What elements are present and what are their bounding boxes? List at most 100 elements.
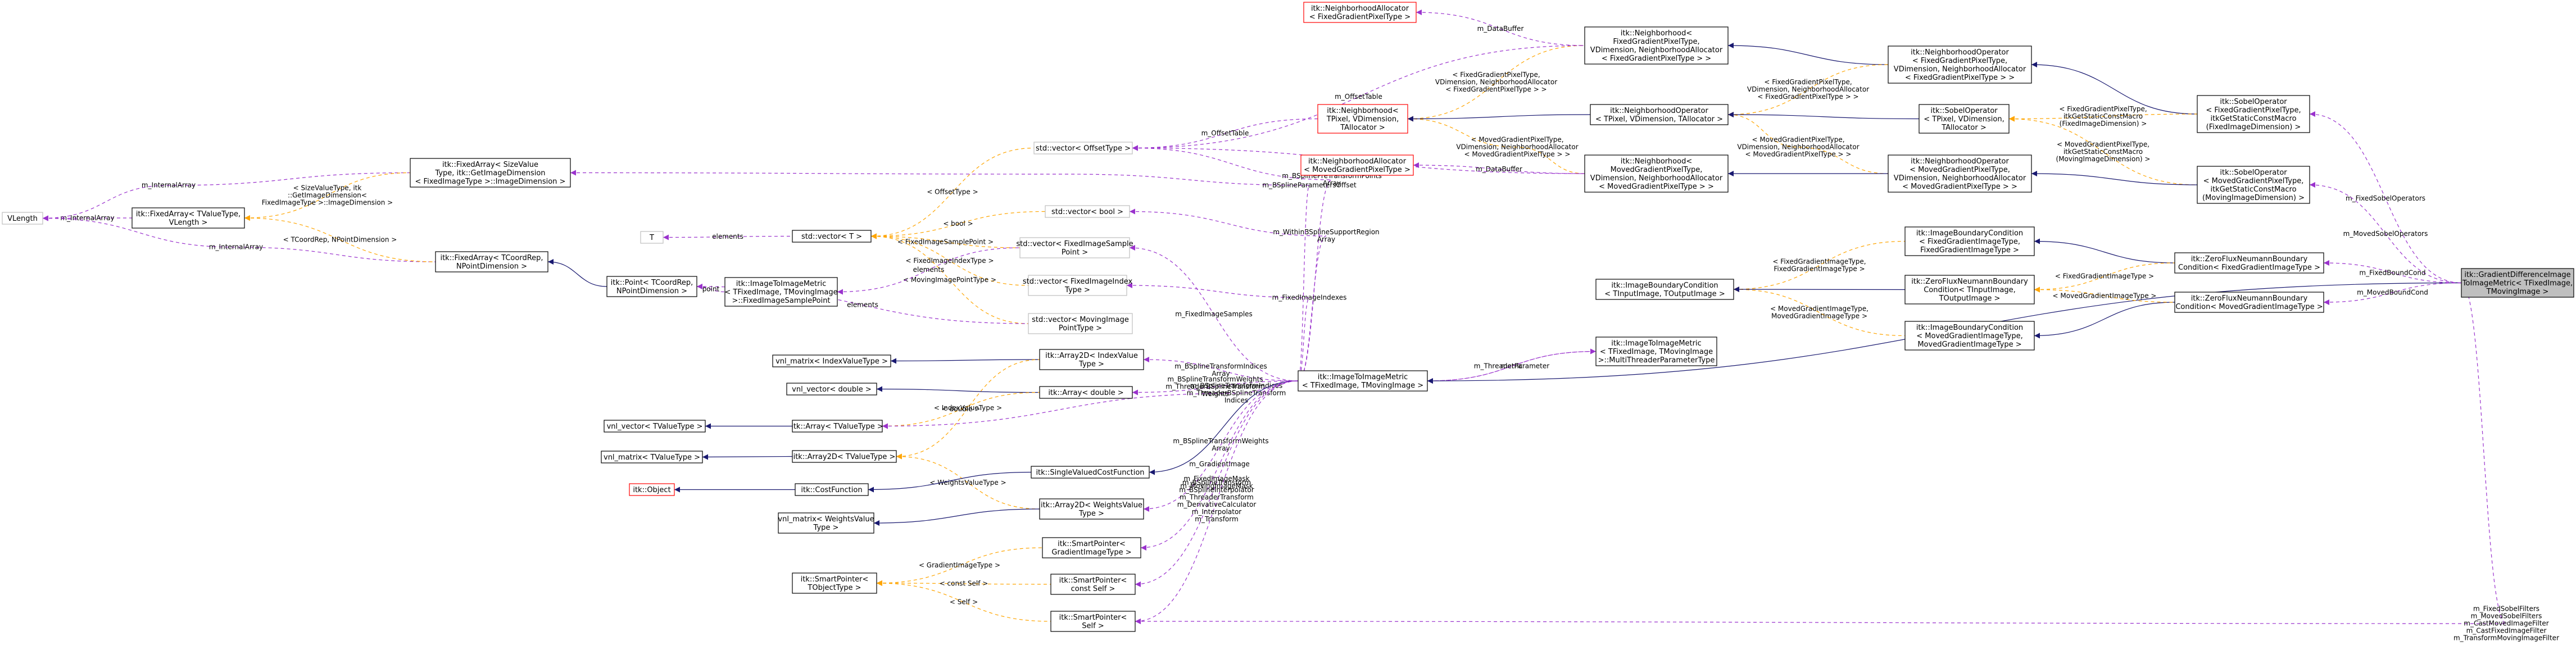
edge-line [870, 233, 1021, 248]
node-sobel-fixed[interactable]: itk::SobelOperator< FixedGradientPixelTy… [2197, 95, 2310, 133]
node-itm-sample[interactable]: itk::ImageToImageMetric< TFixedImage, TM… [724, 277, 838, 307]
node-sp-self[interactable]: itk::SmartPointer<Self > [1050, 611, 1136, 632]
node-sp-grad[interactable]: itk::SmartPointer<GradientImageType > [1042, 537, 1141, 558]
node-vec-offset[interactable]: std::vector< OffsetType > [1033, 142, 1133, 154]
edge-label-line: m_MovedSobelFilters [2471, 612, 2542, 620]
edge-line [2323, 282, 2462, 305]
edge-svcf-to-itm [1149, 380, 1299, 475]
node-gdi[interactable]: itk::GradientDifferenceImageToImageMetri… [2461, 268, 2574, 298]
node-na-moving[interactable]: itk::NeighborhoodAllocator< MovedGradien… [1300, 154, 1414, 176]
edge-label-line: (MovingImageDimension) > [2056, 155, 2151, 163]
node-vnl-mat-t[interactable]: vnl_matrix< TValueType > [601, 451, 703, 463]
node-ibc-fixed[interactable]: itk::ImageBoundaryCondition< FixedGradie… [1904, 226, 2035, 256]
node-sobel-tpl[interactable]: itk::SobelOperator< TPixel, VDimension,T… [1919, 104, 2010, 134]
node-fa-tvalue[interactable]: itk::FixedArray< TValueType,VLength > [131, 207, 245, 229]
node-box [1904, 275, 2035, 304]
node-point[interactable]: itk::Point< TCoordRep,NPointDimension > [606, 276, 697, 297]
node-t[interactable]: T [640, 231, 664, 244]
node-nop-moving[interactable]: itk::NeighborhoodOperator< MovedGradient… [1888, 154, 2032, 193]
edge-nop-tpl-to-nop-fixed: < FixedGradientPixelType,VDimension, Nei… [1727, 64, 1889, 117]
node-nop-tpl[interactable]: itk::NeighborhoodOperator< TPixel, VDime… [1590, 104, 1729, 125]
node-box [792, 420, 883, 433]
node-nbh-tpl[interactable]: itk::Neighborhood<TPixel, VDimension,TAl… [1317, 104, 1408, 134]
edge-nbh-tpl-to-nbh-moving: < MovedGradientPixelType,VDimension, Nei… [1407, 116, 1585, 174]
edge-line [870, 233, 1029, 286]
edge-a2d-t-to-a2d-idx: < IndexValueType > [896, 359, 1040, 460]
edge-label-line: < FixedGradientPixelType, [1764, 78, 1852, 86]
node-fa-coord[interactable]: itk::FixedArray< TCoordRep,NPointDimensi… [435, 251, 548, 272]
edge-line [1416, 10, 1585, 46]
node-a2d-w[interactable]: itk::Array2D< WeightsValueType > [1039, 498, 1144, 520]
node-nbh-fixed[interactable]: itk::Neighborhood<FixedGradientPixelType… [1584, 26, 1729, 65]
node-vec-mip[interactable]: std::vector< MovingImagePointType > [1028, 313, 1133, 334]
edge-line [2008, 113, 2198, 122]
edge-label-line: m_WithinBSplineSupportRegion [1273, 228, 1379, 236]
edge-vlength-to-fa-size: m_InternalArray [42, 172, 411, 221]
node-vec-fii[interactable]: std::vector< FixedImageIndexType > [1023, 275, 1133, 296]
edge-line [663, 234, 793, 240]
edge-line [1135, 380, 1299, 587]
node-box [1039, 349, 1144, 370]
node-ibc-moving[interactable]: itk::ImageBoundaryCondition< MovedGradie… [1904, 321, 2035, 351]
edge-label-line: Array [1317, 235, 1335, 243]
node-a2d-idx[interactable]: itk::Array2D< IndexValueType > [1039, 349, 1144, 370]
edge-label-line: m_Transform [1195, 515, 1238, 523]
node-box [1888, 154, 2032, 193]
node-label-line: vnl_vector< TValueType > [607, 422, 703, 431]
node-svcf[interactable]: itk::SingleValuedCostFunction [1031, 466, 1150, 479]
node-vnl-vec-double[interactable]: vnl_vector< double > [786, 383, 877, 396]
node-vlength[interactable]: VLength [2, 212, 43, 225]
edge-label-line: m_BSplineTransform [1182, 479, 1251, 487]
edge-line [1407, 114, 1591, 122]
node-itm[interactable]: itk::ImageToImageMetric< TFixedImage, TM… [1298, 370, 1428, 392]
node-sobel-moving[interactable]: itk::SobelOperator< MovedGradientPixelTy… [2197, 166, 2310, 204]
node-array-double[interactable]: itk::Array< double > [1039, 386, 1133, 399]
node-label-line: < TPixel, VDimension, [1924, 115, 2004, 124]
node-nop-fixed[interactable]: itk::NeighborhoodOperator< FixedGradient… [1888, 46, 2032, 84]
node-na-fixed[interactable]: itk::NeighborhoodAllocator< FixedGradien… [1303, 2, 1417, 23]
edge-vec-fis-to-itm: m_FixedImageSamples [1129, 245, 1299, 381]
node-label-line: VLength > [169, 219, 208, 227]
node-itm-mt[interactable]: itk::ImageToImageMetric< TFixedImage, TM… [1595, 337, 1717, 366]
edge-nop-tpl-to-nop-moving: < MovedGradientPixelType,VDimension, Nei… [1727, 112, 1889, 174]
node-label-line: < TInputImage, TOutputImage > [1604, 290, 1725, 298]
node-vec-t[interactable]: std::vector< T > [792, 230, 872, 243]
edge-fa-coord-to-point [547, 259, 607, 287]
edge-line [868, 471, 1032, 493]
node-ibc-tpl[interactable]: itk::ImageBoundaryCondition< TInputImage… [1595, 279, 1734, 300]
node-box [1033, 142, 1133, 154]
node-sp-cself[interactable]: itk::SmartPointer<const Self > [1050, 574, 1136, 595]
node-object[interactable]: itk::Object [629, 483, 675, 496]
node-label-line: itk::Neighborhood< [1621, 157, 1692, 166]
node-vnl-mat-w[interactable]: vnl_matrix< WeightsValueType > [778, 512, 874, 534]
node-vec-fis[interactable]: std::vector< FixedImageSamplePoint > [1016, 237, 1133, 258]
node-vnl-mat-idx[interactable]: vnl_matrix< IndexValueType > [772, 354, 891, 367]
node-costfn[interactable]: itk::CostFunction [795, 483, 869, 496]
node-vnl-vec-t[interactable]: vnl_vector< TValueType > [604, 420, 706, 433]
node-a2d-t[interactable]: itk::Array2D< TValueType > [792, 450, 897, 463]
node-nbh-moving[interactable]: itk::Neighborhood<MovedGradientPixelType… [1584, 154, 1729, 193]
edge-line [882, 380, 1299, 429]
edge-label-line: m_DataBuffer [1476, 165, 1522, 173]
edge-sp-obj-to-sp-self: < Self > [876, 580, 1051, 622]
node-label-line: itkGetStaticConstMacro [2210, 115, 2296, 123]
node-vec-bool[interactable]: std::vector< bool > [1045, 205, 1130, 218]
edge-zfn-tpl-to-zfn-moving: < MovedGradientImageType > [2034, 287, 2175, 303]
node-label-line: Condition< MovedGradientImageType > [2175, 303, 2323, 311]
node-label-line: ToImageMetric< TFixedImage, [2462, 279, 2573, 288]
node-label-line: itk::SmartPointer< [1059, 613, 1127, 622]
node-label-line: TAllocator > [1340, 124, 1385, 132]
node-sp-obj[interactable]: itk::SmartPointer<TObjectType > [792, 572, 877, 594]
node-fa-size[interactable]: itk::FixedArray< SizeValueType, itk::Get… [410, 158, 571, 188]
node-label-line: Type > [1064, 286, 1090, 294]
edge-nop-tpl-to-sobel-tpl [1727, 112, 1920, 120]
edge-label-line: < OffsetType > [927, 188, 978, 196]
edge-zfn-moving-to-gdi: m_MovedBoundCond [2323, 282, 2462, 305]
node-array-t[interactable]: itk::Array< TValueType > [791, 420, 883, 433]
edge-label-line: metric [1501, 362, 1523, 370]
edge-label-line: m_BSplineTransformIndices [1190, 382, 1283, 390]
edge-sobel-tpl-to-sobel-fixed: < FixedGradientPixelType,itkGetStaticCon… [2008, 105, 2198, 128]
